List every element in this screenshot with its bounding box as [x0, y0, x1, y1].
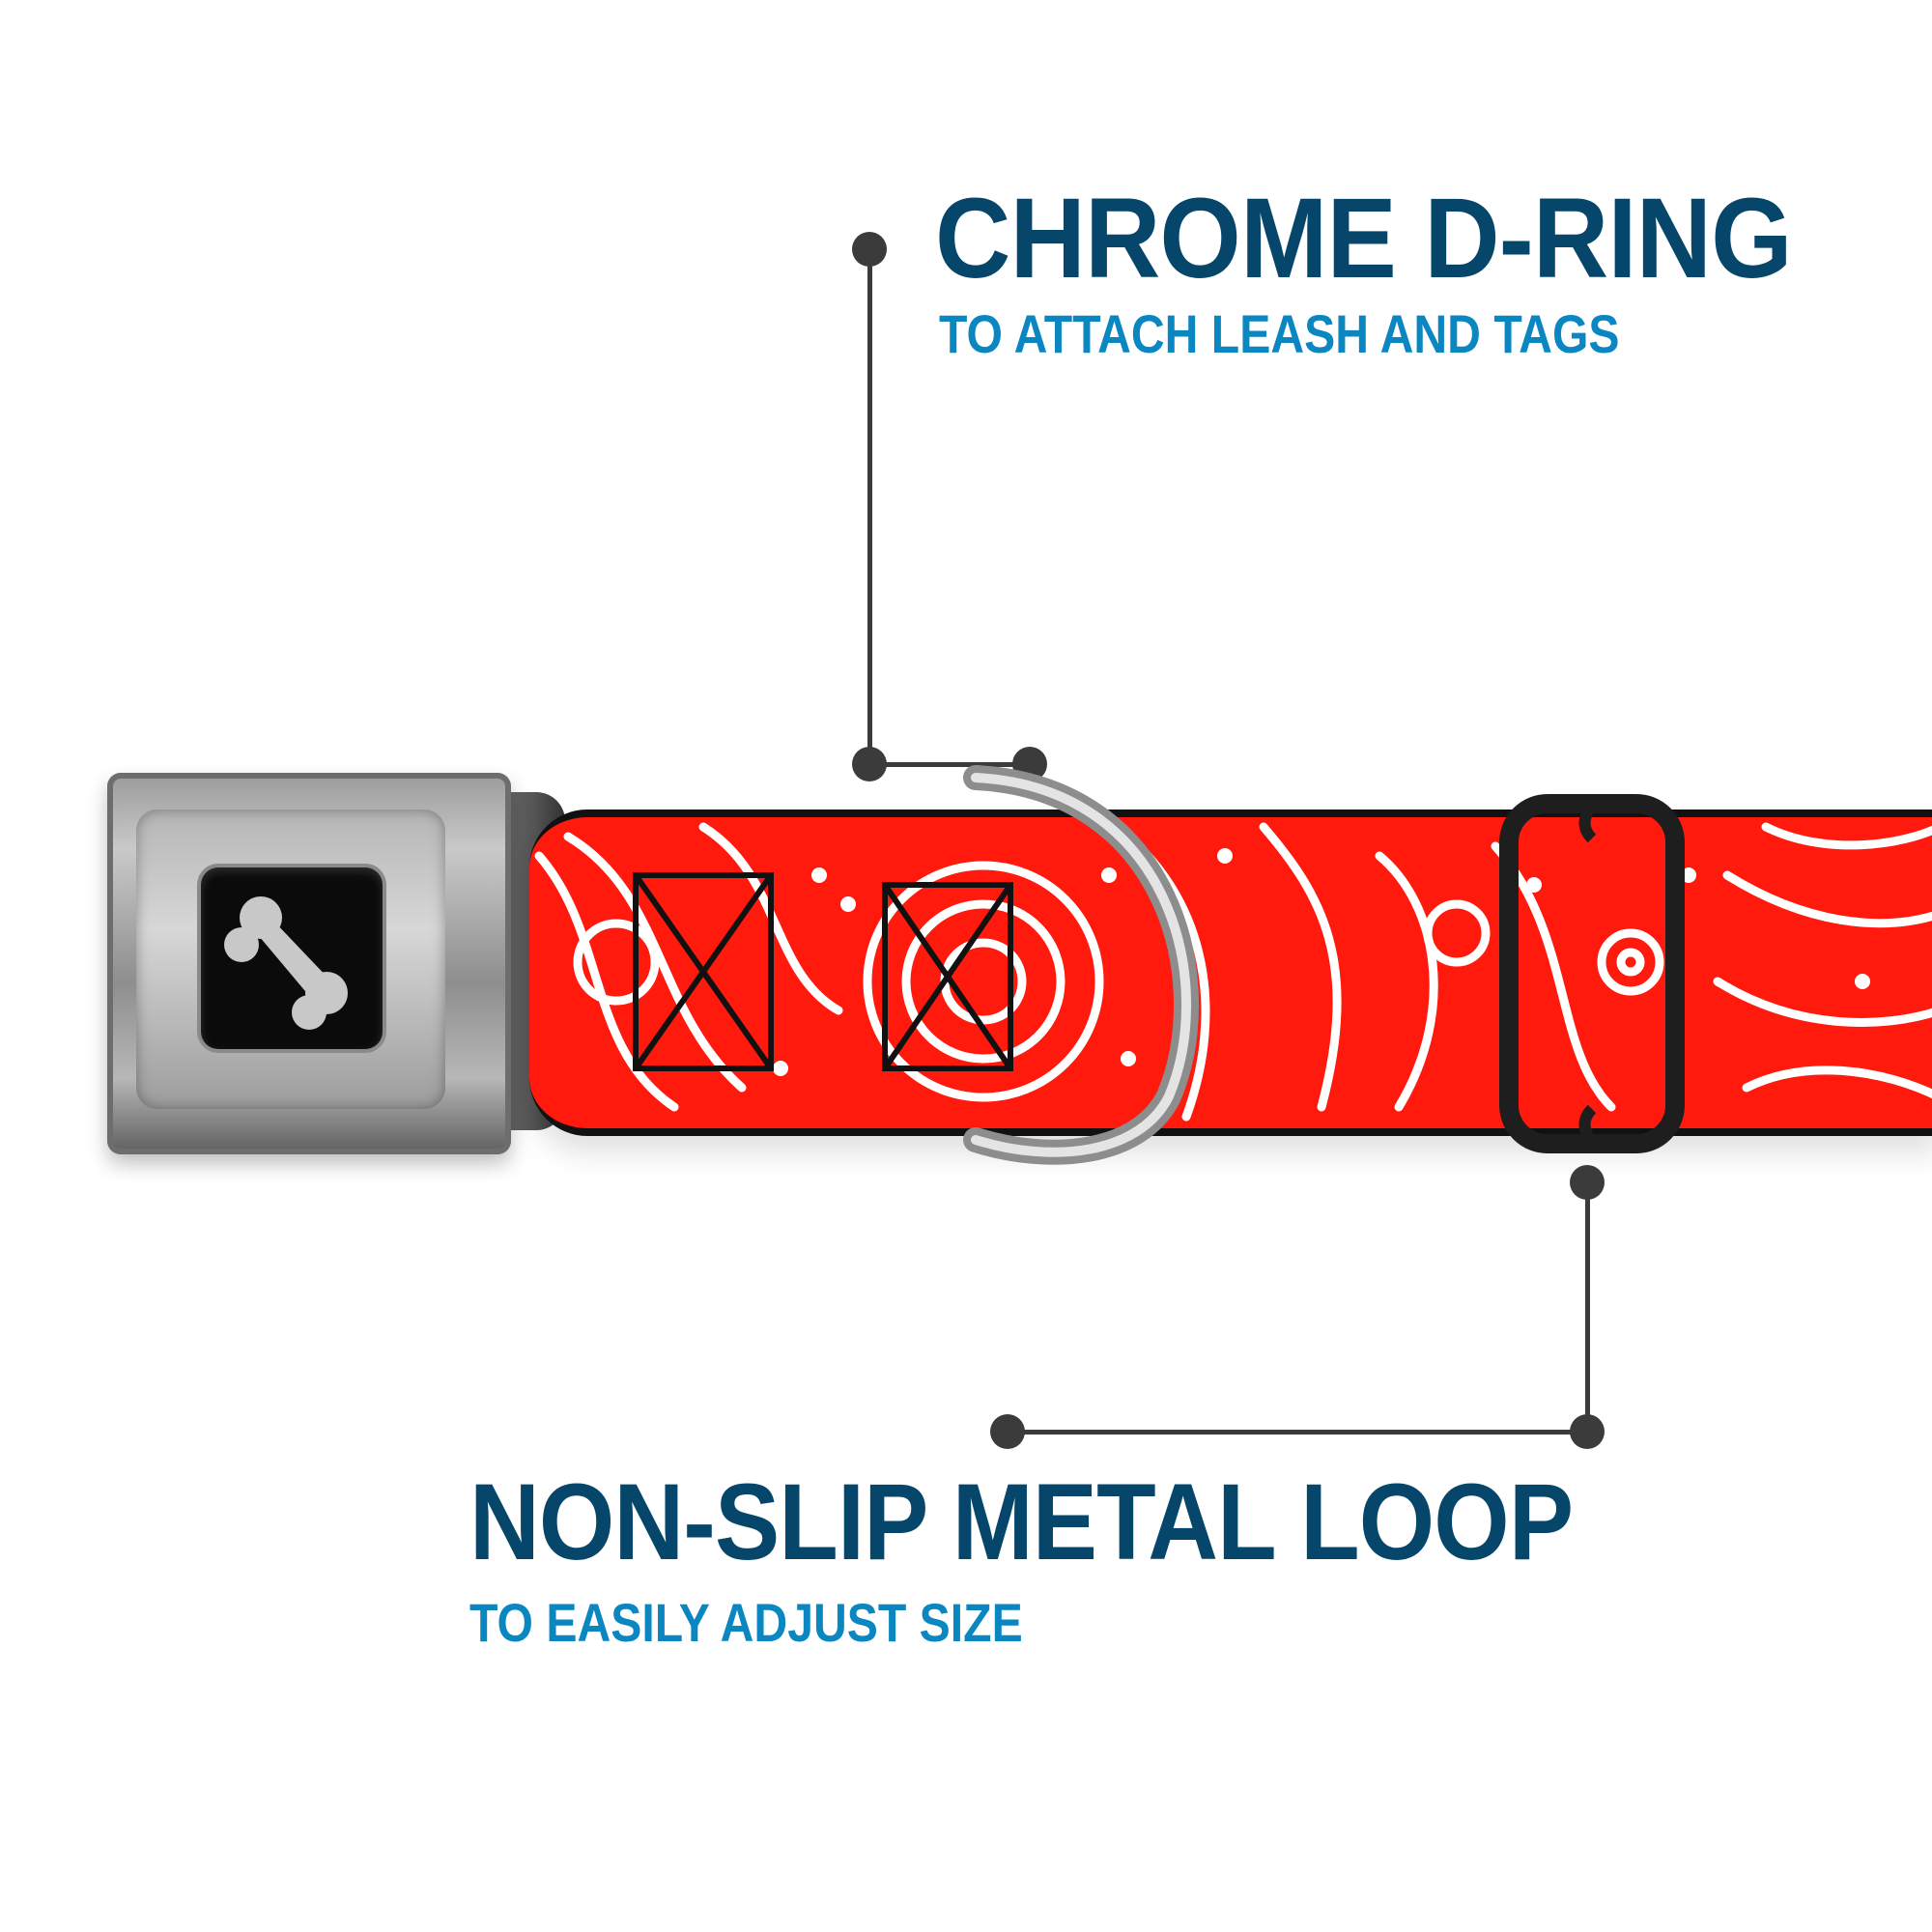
metal-loop	[1499, 794, 1685, 1153]
leader-vertical	[1584, 1182, 1590, 1432]
seatbelt-buckle	[107, 773, 511, 1154]
callout-subtitle-metal-loop: TO EASILY ADJUST SIZE	[469, 1592, 1023, 1653]
leader-dot	[990, 1414, 1025, 1449]
leader-horizontal	[869, 761, 1030, 767]
d-ring	[963, 765, 1199, 1165]
paisley-pattern	[534, 822, 1932, 1122]
bone-icon	[224, 896, 348, 1030]
callout-title-d-ring: CHROME D-RING	[935, 175, 1793, 302]
callout-subtitle-d-ring: TO ATTACH LEASH AND TAGS	[939, 303, 1620, 364]
leader-vertical	[867, 249, 872, 764]
paisley-strap	[529, 810, 1932, 1136]
buckle-logo-plate	[201, 867, 383, 1049]
callout-title-metal-loop: NON-SLIP METAL LOOP	[469, 1462, 1574, 1582]
leader-horizontal	[1008, 1429, 1587, 1435]
